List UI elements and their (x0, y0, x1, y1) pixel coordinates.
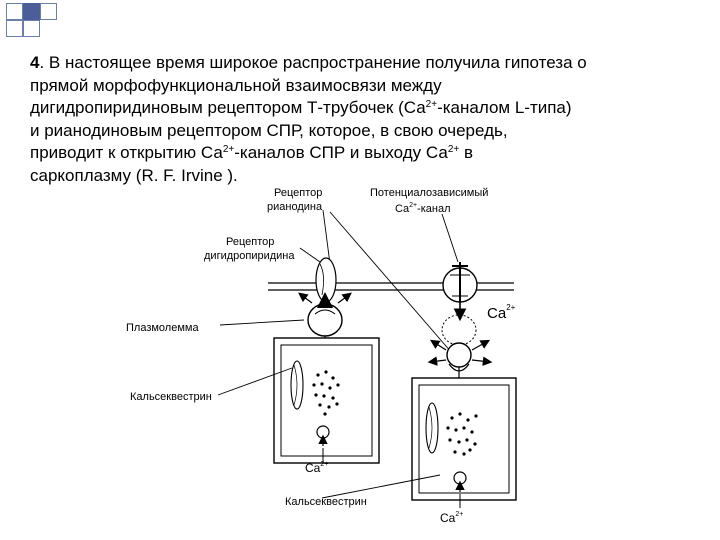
text-fragment: Ca (440, 511, 456, 525)
text-fragment: дигидропиридиновым рецептором Т-трубочек… (30, 98, 426, 117)
text-fragment: -канал (417, 203, 450, 215)
text-fragment: -каналом L-типа) (437, 98, 572, 117)
decor-square (6, 3, 23, 20)
left-unit (273, 257, 380, 464)
label-ca-left: Ca2+ (305, 461, 328, 475)
label-ca-release: Ca2+ (487, 303, 516, 322)
dhp-receptor-shape (315, 257, 337, 303)
label-calsequestrin-left: Кальсеквестрин (130, 391, 212, 403)
label-calsequestrin-bottom: Кальсеквестрин (285, 496, 367, 508)
ca-pump-shape (453, 471, 467, 485)
decor-square (23, 20, 40, 37)
item-number: 4 (30, 53, 40, 72)
label-voltage-2: Ca2+-канал (395, 202, 451, 215)
label-ca-right: Ca2+ (440, 511, 463, 525)
label-plasmalemma: Плазмолемма (126, 322, 199, 334)
text-fragment: приводит к открытию Са (30, 143, 223, 162)
superscript: 2+ (425, 99, 438, 110)
text-line-4: и рианодиновым рецептором СПР, которое, … (30, 120, 508, 140)
superscript: 2+ (222, 144, 235, 155)
text-line-1: 4. В настоящее время широкое распростран… (30, 52, 700, 75)
label-dhp-2: дигидропиридина (204, 250, 295, 262)
text-fragment: в (459, 143, 473, 162)
text-line-3: дигидропиридиновым рецептором Т-трубочек… (30, 97, 700, 120)
superscript: 2+ (409, 202, 417, 209)
text-fragment: -каналов СПР и выходу Са (234, 143, 448, 162)
text-fragment: . В настоящее время широкое распростране… (39, 53, 587, 72)
label-voltage-1: Потенциалозависимый (370, 187, 488, 199)
superscript: 2+ (447, 144, 460, 155)
decor-square (6, 20, 23, 37)
superscript: 2+ (455, 511, 463, 518)
superscript: 2+ (506, 303, 515, 312)
ca-pump-shape (316, 425, 330, 439)
right-unit (411, 262, 517, 508)
superscript: 2+ (320, 461, 328, 468)
text-fragment: Ca (305, 461, 321, 475)
slide-body-text: 4. В настоящее время широкое распростран… (30, 52, 700, 187)
text-line-6: саркоплазму (R. F. Irvine ). (30, 165, 238, 185)
ryanodine-receptor-shape (307, 303, 343, 337)
text-line-5: приводит к открытию Са2+-каналов СПР и в… (30, 142, 700, 165)
text-fragment: Ca (487, 305, 507, 322)
ryanodine-receptor-open-shape (446, 342, 472, 368)
decor-square (23, 3, 40, 20)
text-line-2: прямой морфофункциональной взаимосвязи м… (30, 75, 442, 95)
label-ryanodine-2: рианодина (267, 201, 323, 213)
excitation-contraction-diagram: Рецептор рианодина Потенциалозависимый C… (126, 187, 517, 525)
label-dhp-1: Рецептор (226, 236, 274, 248)
text-fragment: Ca (395, 203, 410, 215)
decor-square (40, 3, 57, 20)
label-ryanodine-1: Рецептор (274, 187, 322, 199)
